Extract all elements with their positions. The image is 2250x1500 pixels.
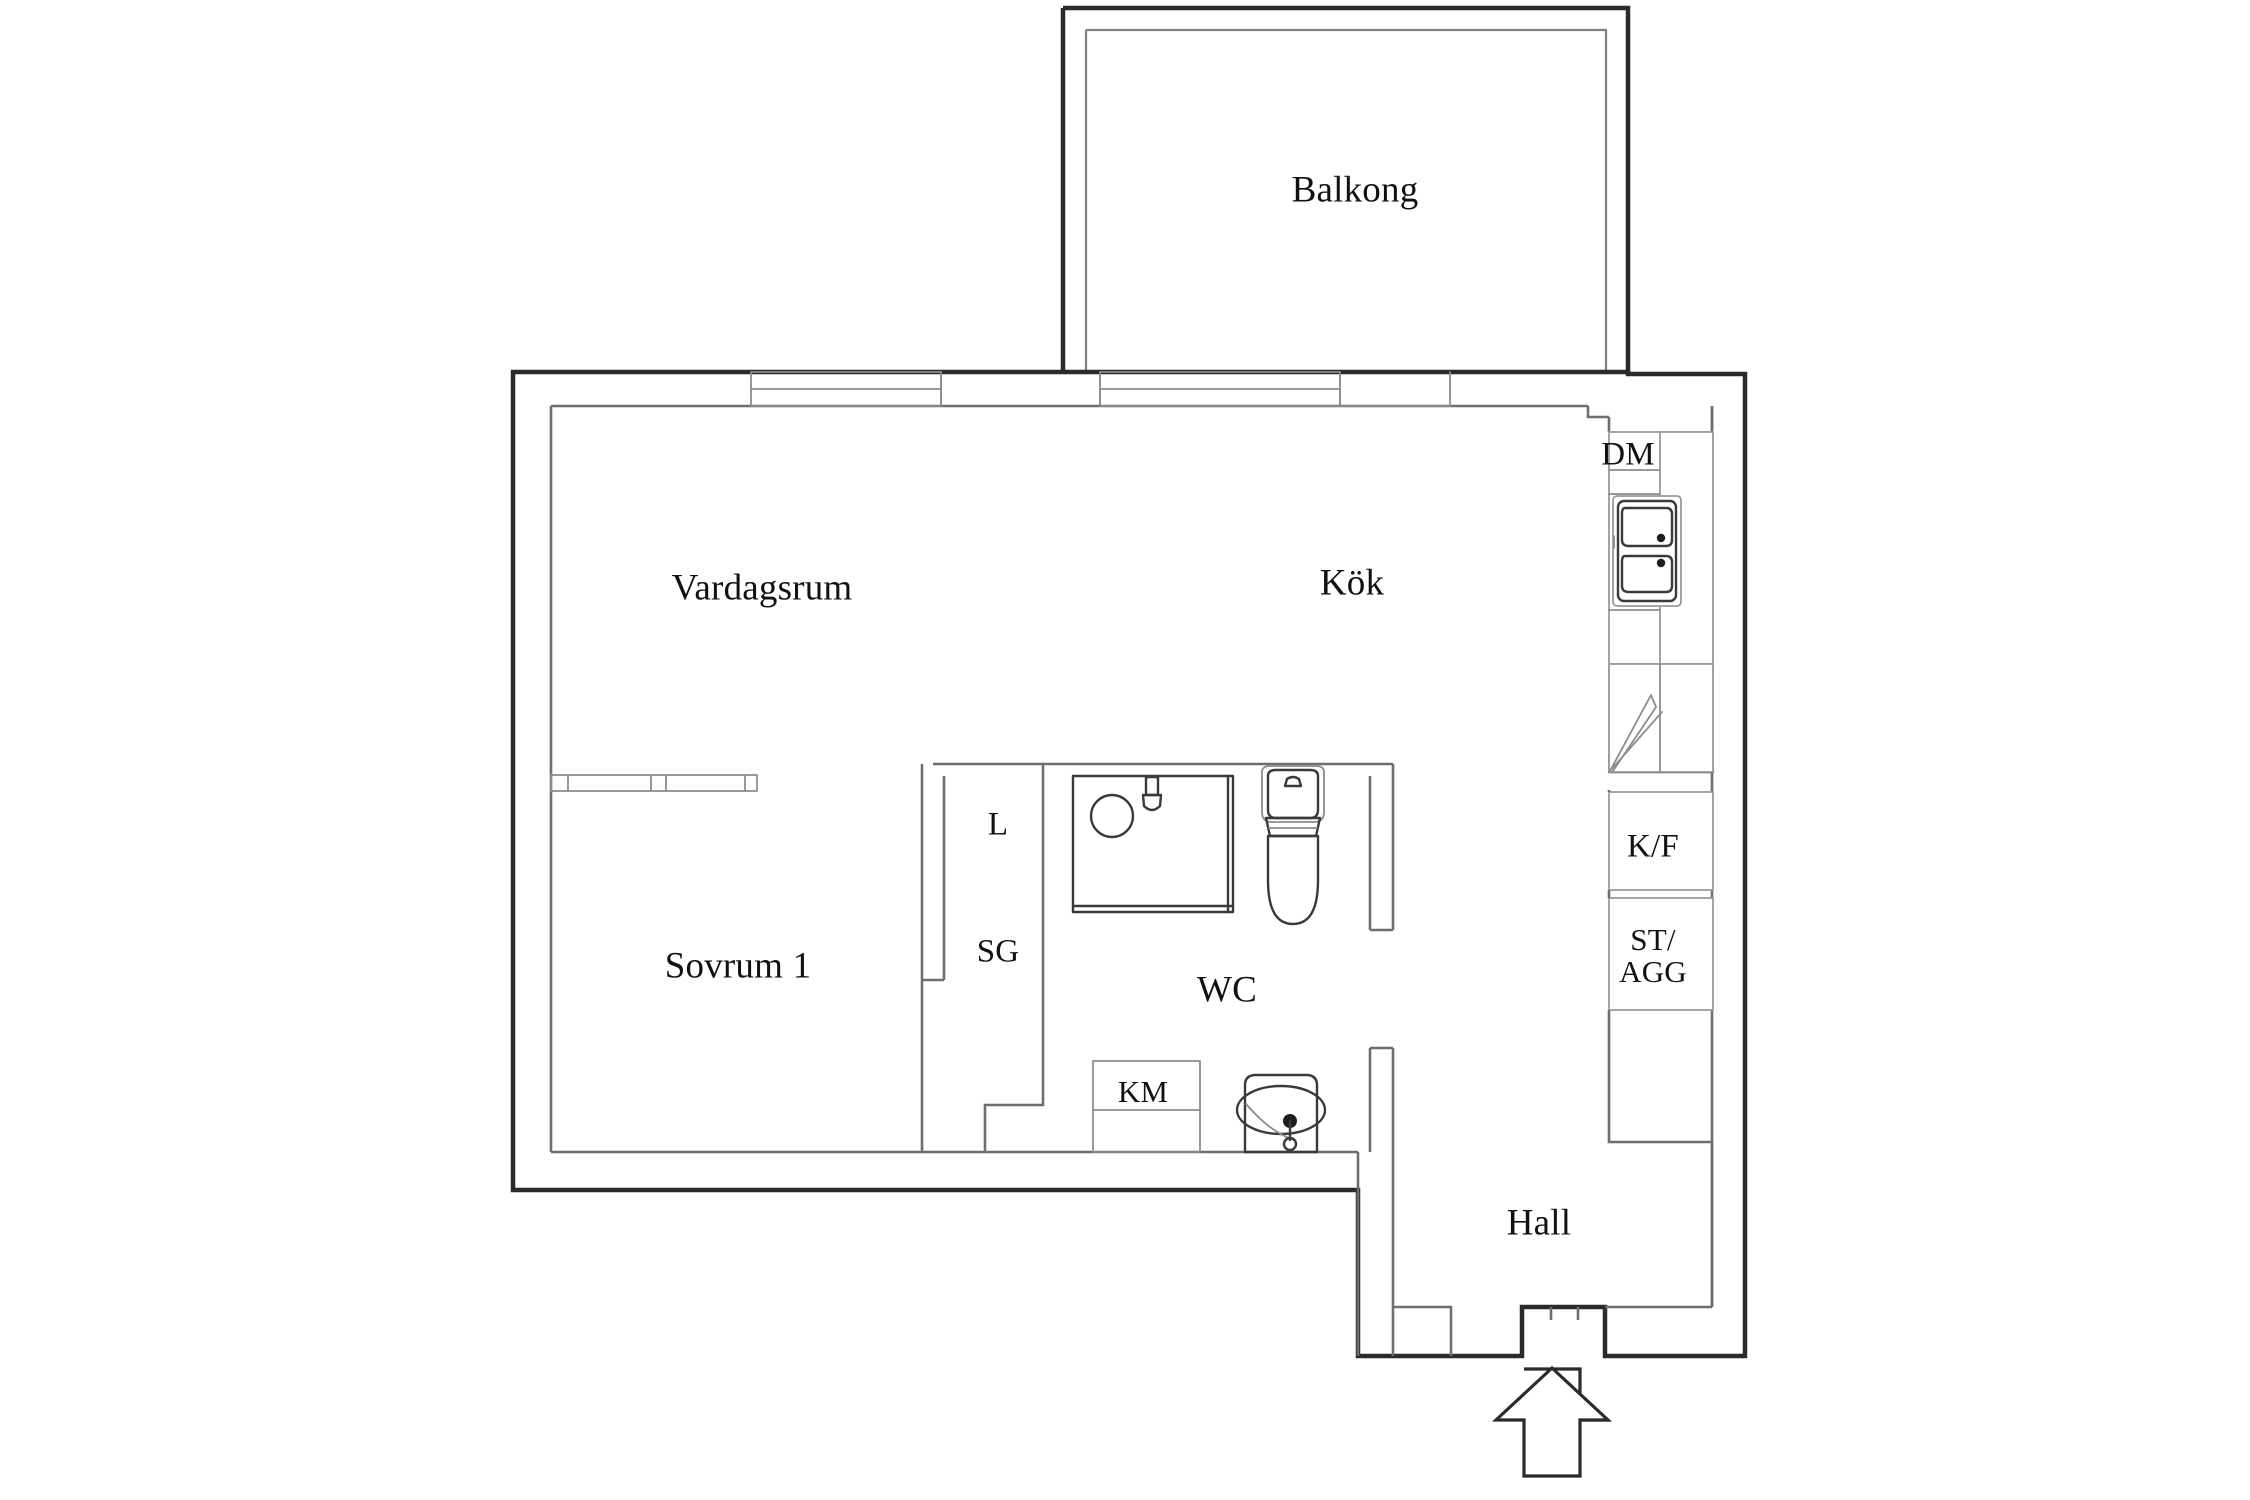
- room-label-wc: WC: [1196, 969, 1258, 1011]
- stove-oven: [1608, 663, 1714, 773]
- washing-machine: [1092, 1060, 1201, 1153]
- st-agg-line-1: ST/: [1630, 921, 1676, 957]
- room-label-hall: Hall: [1506, 1202, 1572, 1244]
- fixture-label-dm: DM: [1601, 436, 1655, 473]
- balcony-door-right: [1099, 371, 1341, 407]
- fixture-label-st-agg: ST/AGG: [1598, 921, 1708, 989]
- shower-area: [1071, 774, 1235, 914]
- fixture-label-sg: SG: [976, 933, 1020, 970]
- balcony-door-left: [750, 371, 942, 407]
- hall-walls: [1391, 1142, 1714, 1356]
- fridge-freezer-box: [1608, 791, 1714, 891]
- shower-mixer: [1141, 775, 1163, 812]
- closet-walls: [920, 762, 1045, 1152]
- wc-walls: [1043, 762, 1395, 1356]
- floor-drain: [1089, 793, 1135, 839]
- fixture-label-km: KM: [1117, 1074, 1169, 1109]
- room-label-sovrum-1: Sovrum 1: [664, 945, 812, 987]
- kitchen-sink: [1612, 495, 1682, 607]
- apartment-inner-wall: [549, 404, 1714, 1320]
- kitchen-column-lower-wall: [1607, 790, 1712, 1144]
- room-label-vardagsrum: Vardagsrum: [671, 567, 853, 609]
- room-label-kok: Kök: [1319, 562, 1385, 604]
- entrance-arrow: [1491, 1365, 1613, 1478]
- window-group-north: [750, 371, 1451, 407]
- st-agg-line-2: AGG: [1619, 954, 1687, 989]
- bedroom-partition: [550, 774, 758, 792]
- heater-box: [1608, 897, 1714, 1011]
- washbasin: [1235, 1073, 1327, 1154]
- room-label-balkong: Balkong: [1291, 169, 1419, 211]
- kitchen-column-walls: [1586, 406, 1714, 432]
- balcony-outline: [1060, 5, 1631, 374]
- fixture-label-kf: K/F: [1627, 828, 1679, 865]
- fixture-label-l: L: [987, 806, 1009, 843]
- toilet: [1261, 765, 1325, 926]
